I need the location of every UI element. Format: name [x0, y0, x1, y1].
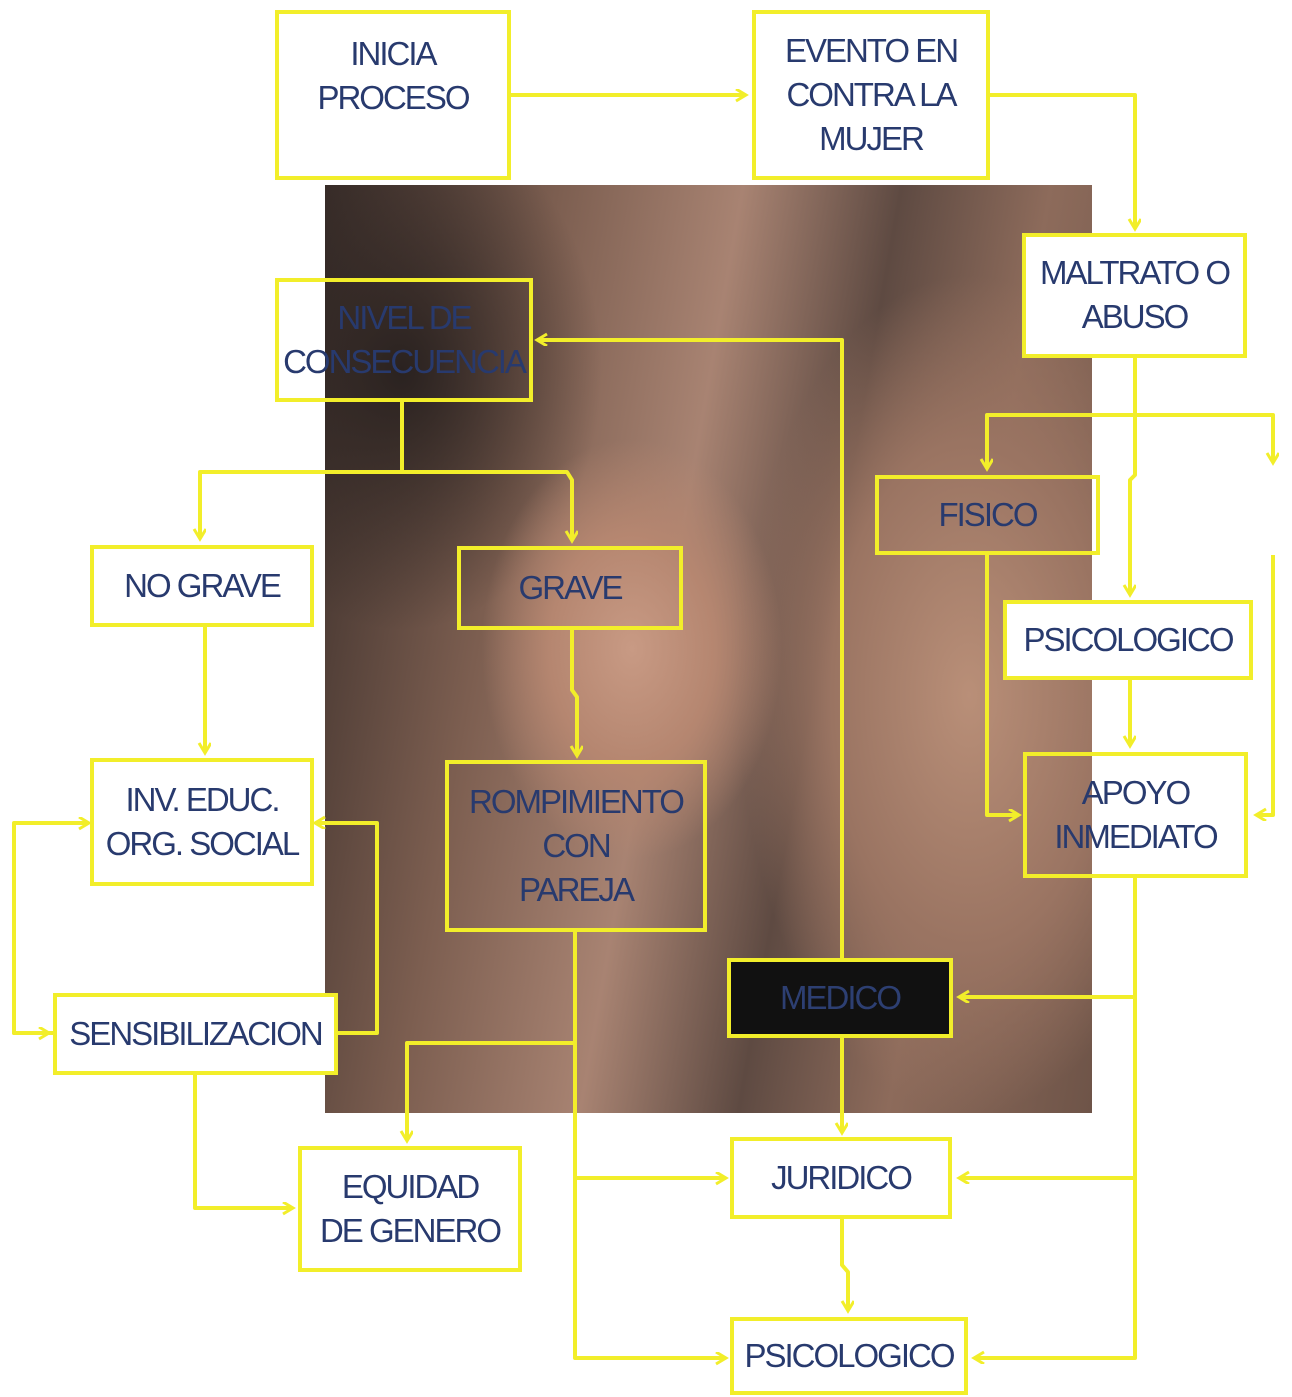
node-psicologico-final: PSICOLOGICO: [730, 1317, 968, 1395]
arrow-rompimiento-equidad: [407, 930, 577, 1140]
arrow-sens-equidad: [193, 1075, 292, 1208]
node-medico: MEDICO: [727, 958, 953, 1038]
node-nivel-consecuencia: NIVEL DE CONSECUENCIA: [275, 278, 533, 402]
arrow-juridico-psicologico: [840, 1218, 848, 1310]
node-inicia-proceso: INICIA PROCESO: [275, 10, 511, 180]
arrow-maltrato-psicologico: [1130, 415, 1137, 594]
node-no-grave: NO GRAVE: [90, 545, 314, 627]
node-evento-contra-mujer: EVENTO EN CONTRA LA MUJER: [752, 10, 990, 180]
node-grave: GRAVE: [457, 546, 683, 630]
node-sensibilizacion: SENSIBILIZACION: [53, 993, 338, 1075]
arrow-grave-rompimiento: [572, 628, 577, 755]
arrow-inv-sens: [12, 823, 48, 1033]
arrow-rompimiento-juridico: [573, 1043, 725, 1178]
arrow-apoyo-psicologico: [975, 1178, 1137, 1358]
arrow-evento-maltrato: [990, 93, 1135, 228]
node-inv-educ-org-social: INV. EDUC. ORG. SOCIAL: [90, 758, 314, 886]
arrow-medico-nivel: [538, 340, 844, 960]
arrow-nivel-nograve: [200, 470, 402, 538]
arrow-apoyo-juridico: [960, 997, 1137, 1178]
arrow-loop-inv: [316, 823, 379, 1035]
arrow-fisico-apoyo: [985, 555, 1018, 815]
arrow-nivel-grave: [402, 470, 572, 540]
node-psicologico-tipo: PSICOLOGICO: [1003, 600, 1253, 680]
node-juridico: JURIDICO: [730, 1137, 952, 1219]
node-maltrato-abuso: MALTRATO O ABUSO: [1022, 233, 1247, 358]
arrow-apoyo-medico: [960, 878, 1137, 997]
node-equidad-genero: EQUIDAD DE GENERO: [298, 1146, 522, 1272]
node-fisico: FISICO: [875, 475, 1100, 555]
arrow-right-apoyo: [1257, 555, 1275, 815]
node-rompimiento-pareja: ROMPIMIENTO CON PAREJA: [445, 760, 707, 932]
arrow-maltrato-fisico: [987, 358, 1137, 468]
node-apoyo-inmediato: APOYO INMEDIATO: [1023, 752, 1248, 878]
arrow-rompimiento-psicologico: [573, 1178, 725, 1358]
line-maltrato-right: [1135, 413, 1273, 462]
